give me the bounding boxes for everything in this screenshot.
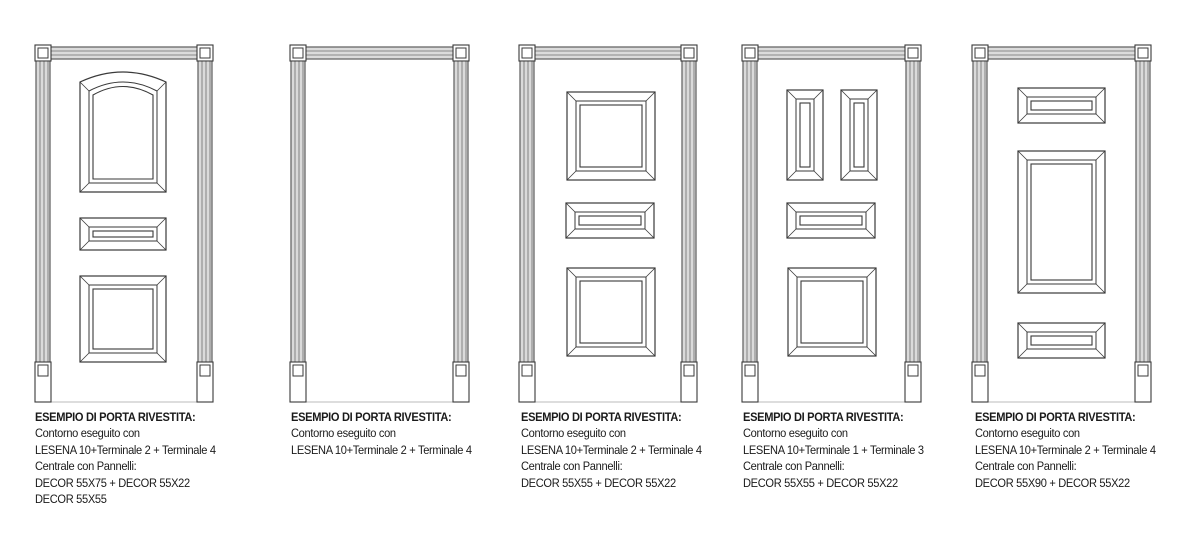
caption-line: Contorno eseguito con: [35, 426, 140, 441]
caption-title: ESEMPIO DI PORTA RIVESTITA:: [291, 410, 452, 424]
caption-line: DECOR 55X55 + DECOR 55X22: [521, 475, 676, 490]
caption-title: ESEMPIO DI PORTA RIVESTITA:: [743, 410, 904, 424]
caption-door-3: ESEMPIO DI PORTA RIVESTITA: Contorno eseg…: [521, 409, 702, 491]
caption-line: LESENA 10+Terminale 2 + Terminale 4: [975, 442, 1156, 457]
caption-title: ESEMPIO DI PORTA RIVESTITA:: [35, 410, 196, 424]
caption-line: Contorno eseguito con: [975, 426, 1080, 441]
door-2: [289, 44, 470, 403]
caption-title: ESEMPIO DI PORTA RIVESTITA:: [521, 410, 682, 424]
caption-line: Centrale con Pannelli:: [521, 459, 623, 474]
caption-door-2: ESEMPIO DI PORTA RIVESTITA: Contorno eseg…: [291, 409, 472, 458]
caption-title: ESEMPIO DI PORTA RIVESTITA:: [975, 410, 1136, 424]
caption-line: DECOR 55X75 + DECOR 55X22: [35, 475, 190, 490]
caption-door-4: ESEMPIO DI PORTA RIVESTITA: Contorno eseg…: [743, 409, 924, 491]
caption-line: LESENA 10+Terminale 2 + Terminale 4: [291, 442, 472, 457]
caption-line: Contorno eseguito con: [291, 426, 396, 441]
caption-door-5: ESEMPIO DI PORTA RIVESTITA: Contorno eseg…: [975, 409, 1156, 491]
caption-door-1: ESEMPIO DI PORTA RIVESTITA: Contorno eseg…: [35, 409, 216, 507]
caption-line: DECOR 55X55: [35, 492, 107, 507]
caption-line: DECOR 55X90 + DECOR 55X22: [975, 475, 1130, 490]
door-3: [518, 44, 698, 403]
caption-line: LESENA 10+Terminale 2 + Terminale 4: [521, 442, 702, 457]
door-5: [971, 44, 1152, 403]
caption-line: Centrale con Pannelli:: [975, 459, 1077, 474]
caption-line: Contorno eseguito con: [521, 426, 626, 441]
door-4: [741, 44, 922, 403]
caption-line: Contorno eseguito con: [743, 426, 848, 441]
caption-line: LESENA 10+Terminale 1 + Terminale 3: [743, 442, 924, 457]
caption-line: LESENA 10+Terminale 2 + Terminale 4: [35, 442, 216, 457]
door-1: [34, 44, 214, 403]
caption-line: Centrale con Pannelli:: [743, 459, 845, 474]
caption-line: Centrale con Pannelli:: [35, 459, 137, 474]
caption-line: DECOR 55X55 + DECOR 55X22: [743, 475, 898, 490]
